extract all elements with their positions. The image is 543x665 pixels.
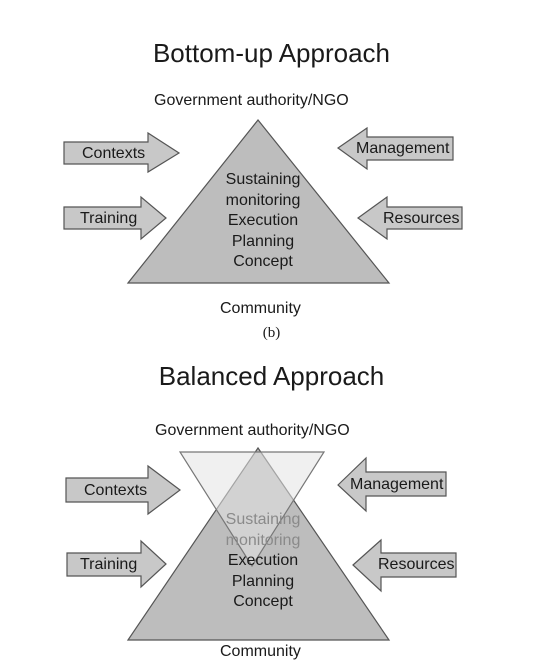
bottom-government-label: Government authority/NGO bbox=[155, 422, 350, 439]
top-arrow-management-label: Management bbox=[356, 140, 450, 157]
top-arrow-management bbox=[336, 126, 454, 171]
bottom-arrow-contexts-label: Contexts bbox=[84, 482, 148, 499]
bottom-stack-item: monitoring bbox=[225, 531, 301, 549]
figure-caption: (b) bbox=[262, 325, 281, 341]
top-government-label: Government authority/NGO bbox=[154, 92, 349, 109]
bottom-stack-item: Sustaining bbox=[225, 511, 301, 528]
bottom-community-label: Community bbox=[220, 643, 301, 660]
top-arrow-resources-label: Resources bbox=[383, 210, 460, 227]
bottom-stack-item: Concept bbox=[233, 593, 293, 610]
top-stack-item: Planning bbox=[231, 232, 295, 250]
bottom-diagram-title: Balanced Approach bbox=[158, 361, 385, 391]
bottom-arrow-management-label: Management bbox=[350, 476, 444, 493]
top-stack-item: Sustaining bbox=[225, 171, 301, 188]
top-stack-item: Execution bbox=[227, 212, 299, 229]
top-stack-item: Concept bbox=[233, 253, 293, 270]
top-arrow-contexts bbox=[63, 131, 181, 174]
bottom-stack-item: Execution bbox=[227, 552, 299, 569]
top-diagram-title: Bottom-up Approach bbox=[152, 38, 391, 68]
bottom-arrow-contexts bbox=[65, 464, 181, 516]
top-community-label: Community bbox=[220, 300, 301, 317]
top-arrow-training bbox=[63, 195, 167, 241]
bottom-arrow-training-label: Training bbox=[80, 556, 138, 573]
bottom-inverted-pyramid bbox=[178, 451, 326, 568]
top-stack-item: monitoring bbox=[225, 191, 301, 209]
bottom-stack-item: Planning bbox=[231, 572, 295, 590]
bottom-arrow-resources bbox=[352, 538, 457, 593]
top-arrow-resources bbox=[356, 195, 463, 241]
top-pyramid-stack: Sustaining monitoring Execution Planning… bbox=[208, 170, 318, 273]
bottom-pyramid-stack: Sustaining monitoring Execution Planning… bbox=[208, 510, 318, 613]
top-pyramid bbox=[126, 119, 391, 284]
bottom-arrow-training bbox=[66, 539, 167, 589]
bottom-arrow-management bbox=[337, 456, 447, 513]
top-arrow-training-label: Training bbox=[80, 210, 138, 227]
top-arrow-contexts-label: Contexts bbox=[82, 145, 146, 162]
bottom-arrow-resources-label: Resources bbox=[378, 556, 455, 573]
